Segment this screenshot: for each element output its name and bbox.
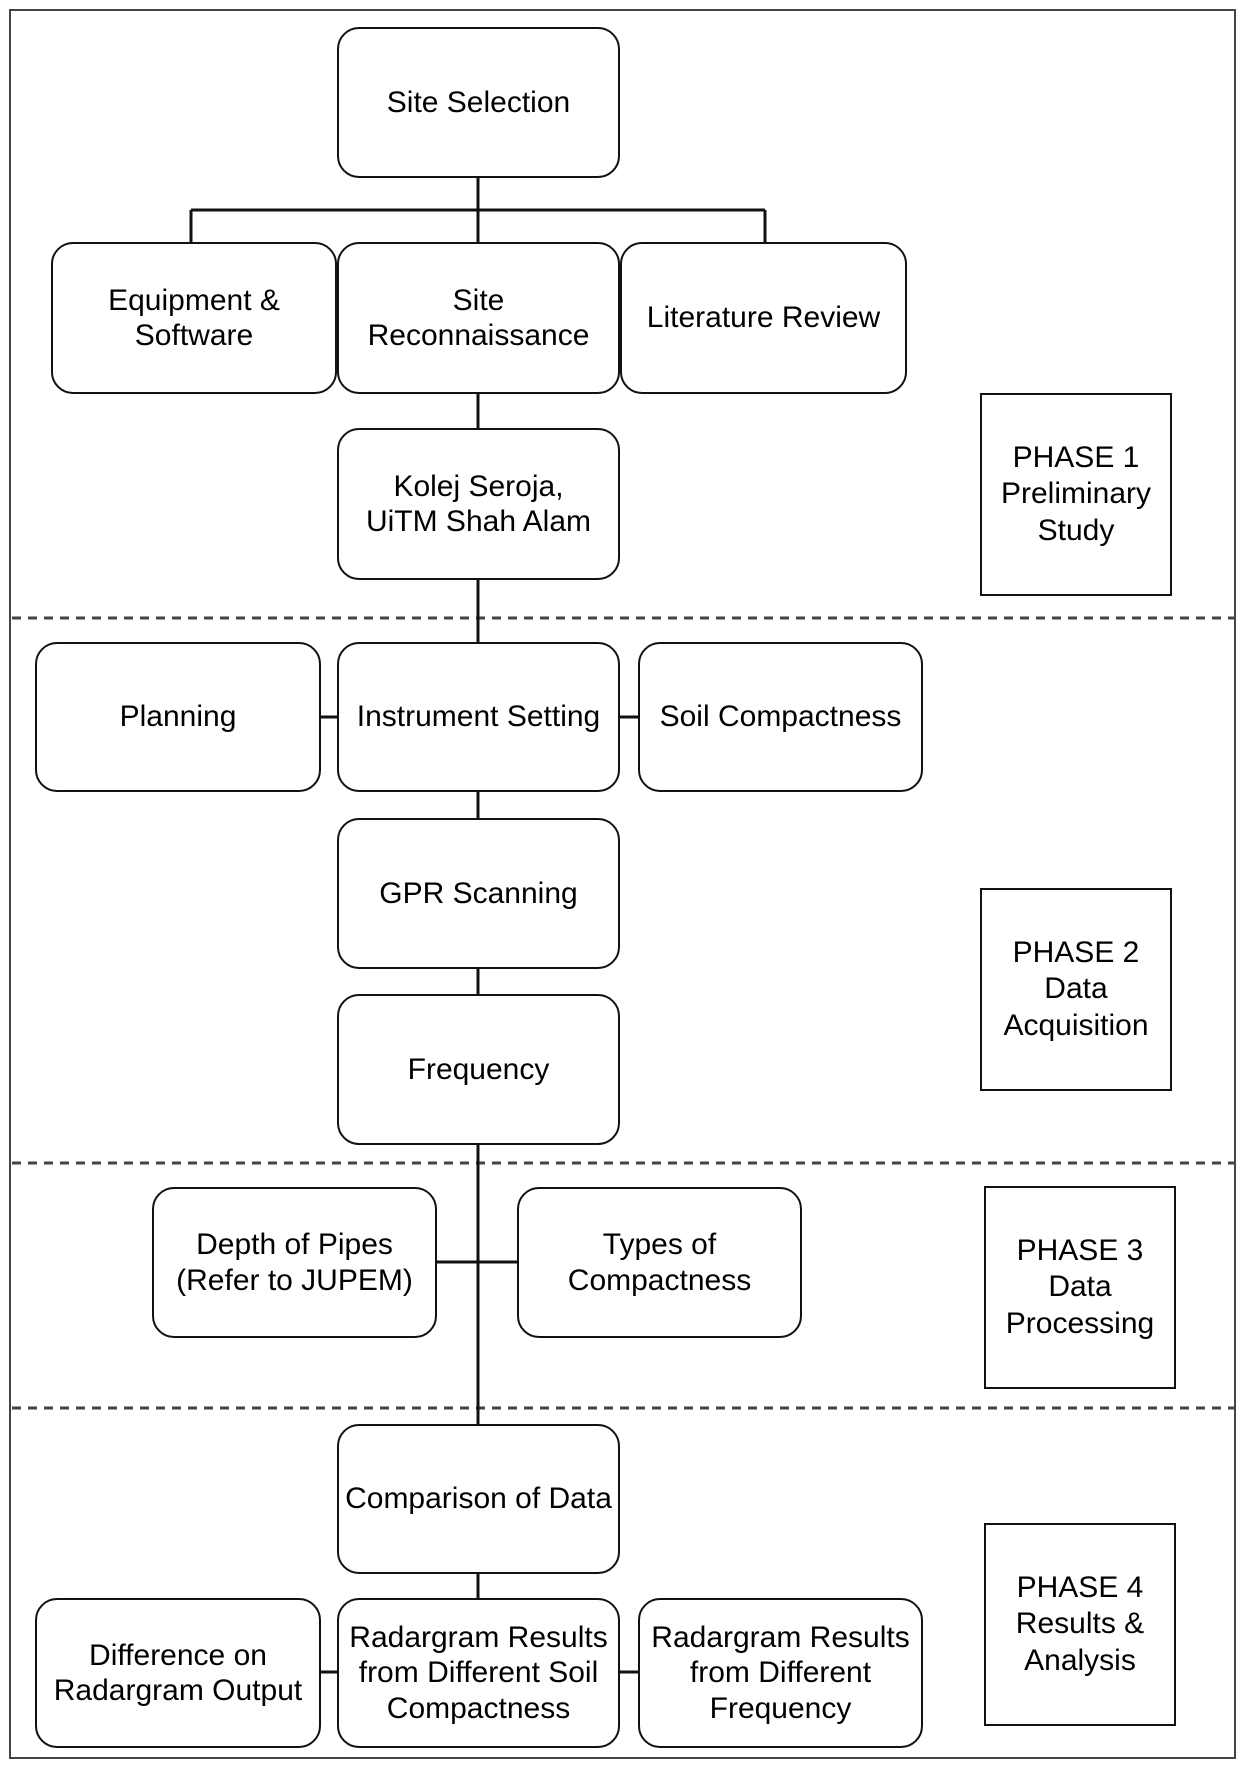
gpr-scanning-box: GPR Scanning xyxy=(337,818,620,969)
planning-box: Planning xyxy=(35,642,321,792)
equipment-software-box: Equipment & Software xyxy=(51,242,337,394)
depth-of-pipes-box: Depth of Pipes (Refer to JUPEM) xyxy=(152,1187,437,1338)
literature-review-box: Literature Review xyxy=(620,242,907,394)
difference-radargram-box: Difference on Radargram Output xyxy=(35,1598,321,1748)
types-of-compactness-box: Types of Compactness xyxy=(517,1187,802,1338)
phase-1-label: PHASE 1 Preliminary Study xyxy=(980,393,1172,596)
kolej-seroja-box: Kolej Seroja, UiTM Shah Alam xyxy=(337,428,620,580)
phase-4-label: PHASE 4 Results & Analysis xyxy=(984,1523,1176,1726)
phase-3-label: PHASE 3 Data Processing xyxy=(984,1186,1176,1389)
site-selection-box: Site Selection xyxy=(337,27,620,178)
site-reconnaissance-box: Site Reconnaissance xyxy=(337,242,620,394)
instrument-setting-box: Instrument Setting xyxy=(337,642,620,792)
soil-compactness-box: Soil Compactness xyxy=(638,642,923,792)
radargram-soil-box: Radargram Results from Different Soil Co… xyxy=(337,1598,620,1748)
outer-frame xyxy=(9,9,1236,1759)
radargram-frequency-box: Radargram Results from Different Frequen… xyxy=(638,1598,923,1748)
frequency-box: Frequency xyxy=(337,994,620,1145)
phase-2-label: PHASE 2 Data Acquisition xyxy=(980,888,1172,1091)
comparison-of-data-box: Comparison of Data xyxy=(337,1424,620,1574)
